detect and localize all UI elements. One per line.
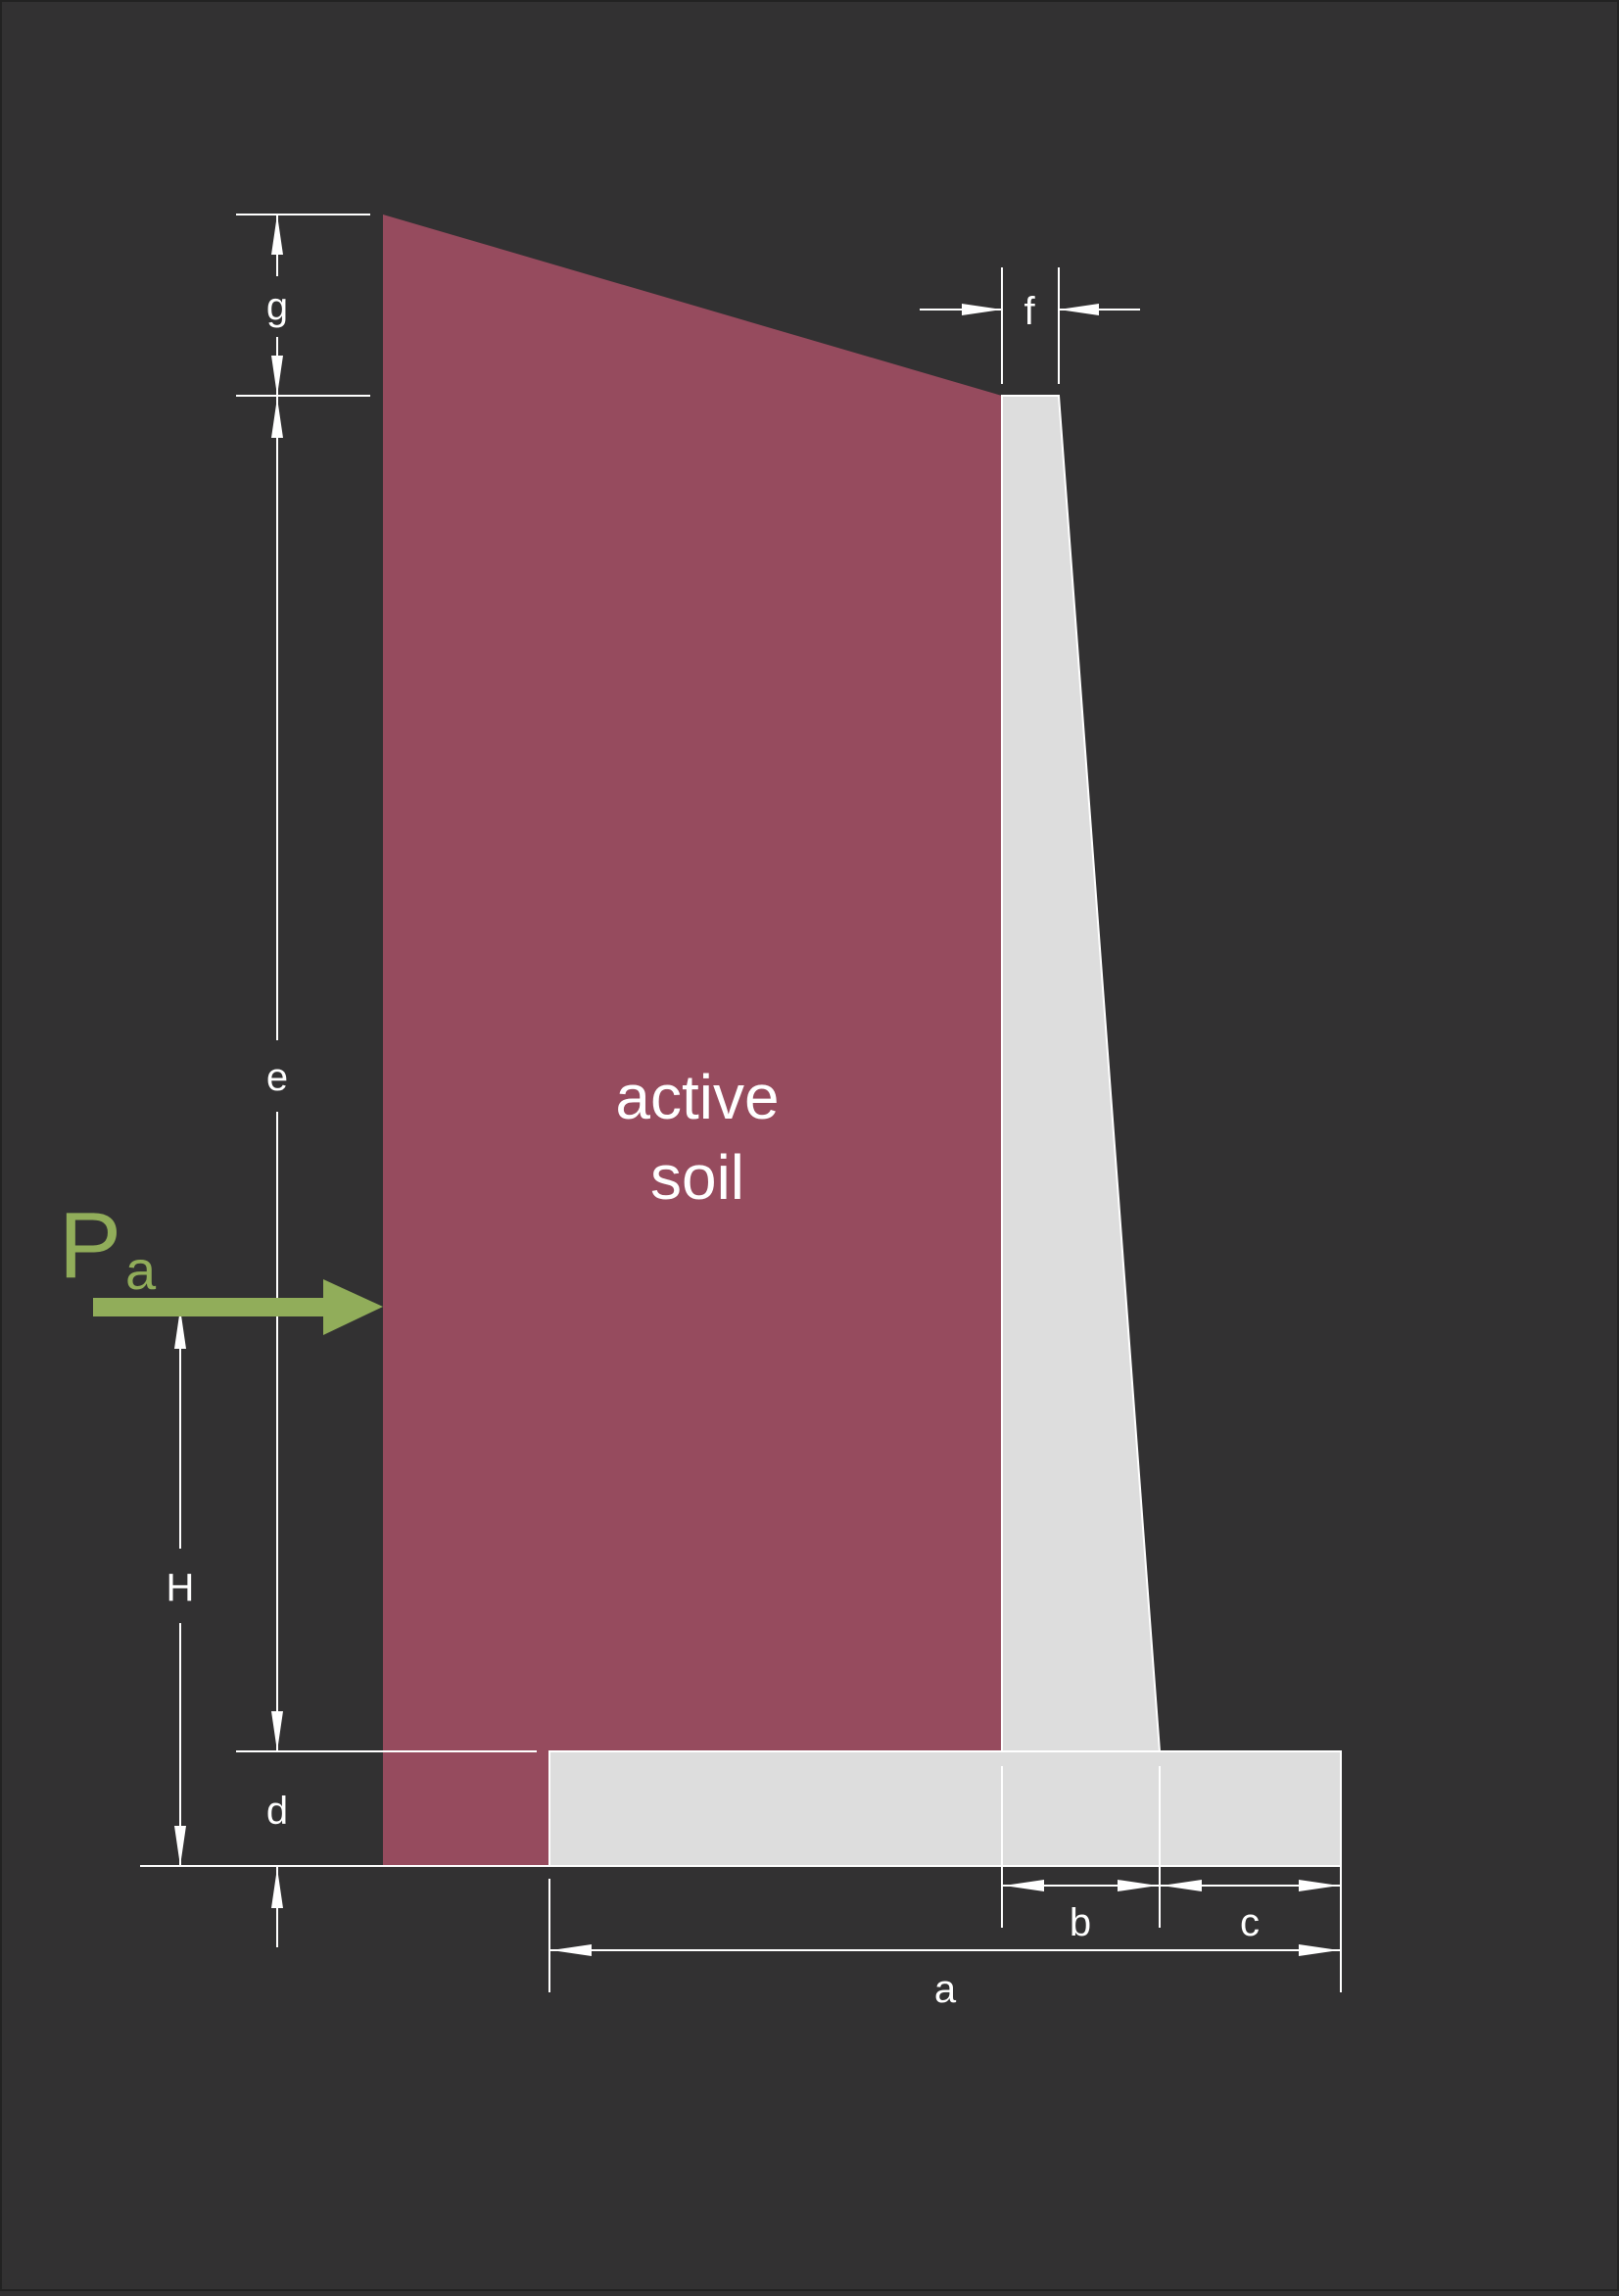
dimension-label-d: d	[266, 1790, 288, 1833]
force-arrow-shaft	[93, 1298, 326, 1316]
arrowhead-e-top	[271, 398, 283, 438]
wall-footing	[548, 1750, 1342, 1867]
active-force-arrow: Pa	[59, 1193, 383, 1335]
dimension-a: a	[548, 1866, 1342, 2011]
arrowhead-c-left	[1162, 1880, 1202, 1891]
arrowhead-H-bottom	[174, 1826, 186, 1866]
arrowhead-e-bottom	[271, 1711, 283, 1751]
arrowhead-a-right	[1299, 1944, 1339, 1956]
soil-label-line1: active	[615, 1062, 779, 1132]
force-label: Pa	[59, 1193, 157, 1301]
arrowhead-b-left	[1004, 1880, 1044, 1891]
soil-label-line2: soil	[650, 1142, 744, 1213]
dimension-e: e	[266, 396, 288, 1751]
dimension-b-c: b c	[1001, 1766, 1341, 1944]
arrowhead-b-right	[1118, 1880, 1158, 1891]
dimension-label-g: g	[266, 285, 288, 328]
dimension-label-e: e	[266, 1056, 288, 1099]
arrowhead-H-top	[174, 1309, 186, 1349]
dimension-d: d	[140, 1750, 549, 1947]
arrowhead-d	[271, 1868, 283, 1908]
dimension-label-a: a	[934, 1968, 957, 2011]
dimension-g: g	[236, 214, 370, 397]
arrowhead-g-top	[271, 215, 283, 255]
dimension-label-H: H	[167, 1566, 195, 1609]
arrowhead-f-right	[1059, 304, 1099, 315]
dimension-f: f	[920, 267, 1140, 384]
arrowhead-a-left	[551, 1944, 592, 1956]
dimension-label-f: f	[1024, 290, 1035, 333]
arrowhead-c-right	[1299, 1880, 1339, 1891]
dimension-label-c: c	[1240, 1901, 1260, 1944]
force-arrow-head	[323, 1279, 383, 1335]
force-symbol: P	[59, 1193, 121, 1298]
arrowhead-g-bottom	[271, 356, 283, 396]
arrowhead-f-left	[962, 304, 1002, 315]
active-soil-region	[383, 215, 1002, 1866]
force-subscript: a	[125, 1239, 157, 1301]
dimension-H: H	[167, 1309, 195, 1866]
dimension-label-b: b	[1070, 1901, 1091, 1944]
